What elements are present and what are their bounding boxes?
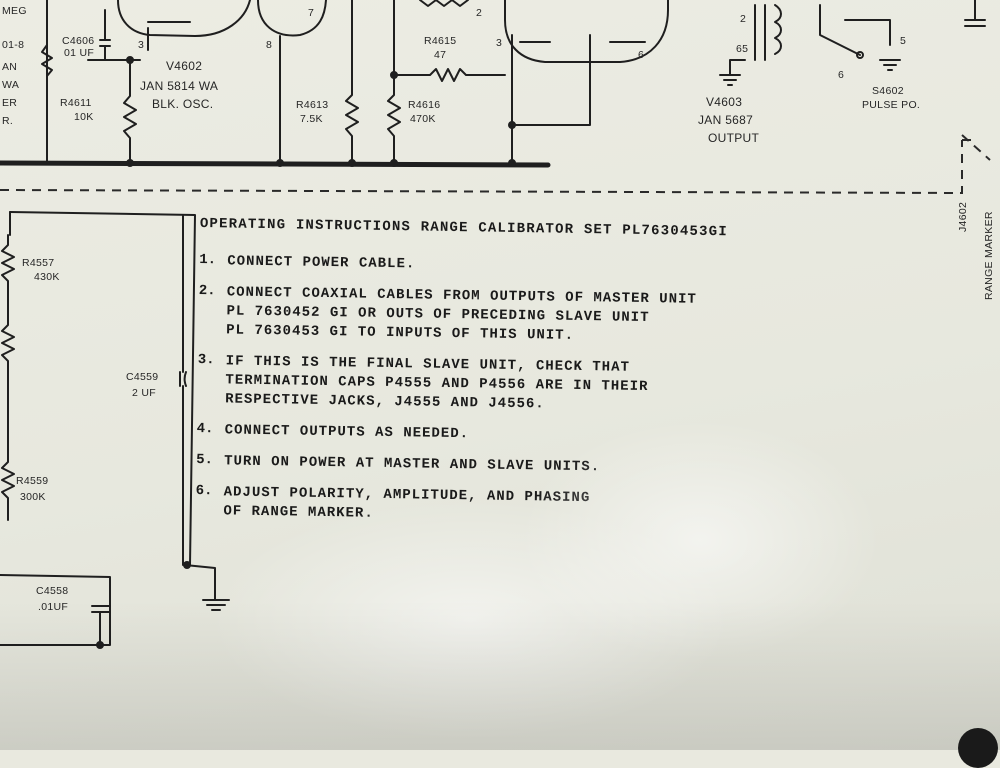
schematic-drawing [0,0,991,649]
instructions-steps: 1. CONNECT POWER CABLE. 2. CONNECT COAXIAL … [195,252,899,532]
r4616-value: 470K [410,113,436,125]
pin-number: 65 [736,43,749,55]
v4603-function: OUTPUT [708,131,760,145]
step-number: 5. [196,451,214,469]
corner-mark [958,728,998,768]
v4602-tube [117,0,251,37]
r4615-value: 47 [434,49,447,61]
instruction-step: 3. IF THIS IS THE FINAL SLAVE UNIT, CHECK… [197,352,898,420]
operating-instructions: OPERATING INSTRUCTIONS RANGE CALIBRATOR … [195,216,900,544]
r4616-label: R4616 [408,99,441,111]
r4613-value: 7.5K [300,113,323,125]
r4615-label: R4615 [424,35,457,47]
instruction-step: 1. CONNECT POWER CABLE. [199,252,899,282]
step-text: CONNECT OUTPUTS AS NEEDED. [224,421,470,444]
pin-number: 8 [266,39,273,51]
c4558-label: C4558 [36,585,69,597]
v4602-type: JAN 5814 WA [140,79,219,93]
step-number: 4. [196,420,214,438]
label-fragment: MEG [2,5,27,17]
j4602-label: J4602 [957,201,969,232]
r4611-value: 10K [74,111,94,123]
pin-number: 2 [740,13,747,25]
r4611-label: R4611 [60,97,92,109]
step-line: CONNECT POWER CABLE. [227,253,416,273]
v4603-label: V4603 [706,95,743,109]
pin-number: 3 [138,39,145,51]
step-line: TURN ON POWER AT MASTER AND SLAVE UNITS. [224,453,601,476]
range-marker-label: RANGE MARKER [983,211,995,300]
step-number: 3. [197,351,215,369]
r4557-label: R4557 [22,257,55,269]
v4602-label: V4602 [166,59,203,73]
pin-number: 2 [476,7,483,19]
instruction-step: 2. CONNECT COAXIAL CABLES FROM OUTPUTS OF… [198,283,899,351]
pin-number: 5 [900,35,907,47]
v4603-tube [504,0,669,63]
pin-number: 3 [496,37,503,49]
pin-number: 7 [308,7,315,19]
c4558-value: .01UF [38,601,69,613]
ground-bus [0,160,551,168]
step-number: 1. [199,251,217,269]
r4559-label: R4559 [16,475,49,487]
r4559-value: 300K [20,491,46,503]
c4606-label: C4606 [62,35,95,47]
s4602-function: PULSE PO. [862,99,921,111]
instruction-step: 4. CONNECT OUTPUTS AS NEEDED. [196,421,896,451]
step-text: TURN ON POWER AT MASTER AND SLAVE UNITS. [224,452,600,477]
label-fragment: R. [2,115,14,127]
enclosure-dashed-border [0,140,963,195]
label-fragment: WA [2,79,20,91]
instruction-step: 5. TURN ON POWER AT MASTER AND SLAVE UNIT… [196,452,896,482]
step-text: IF THIS IS THE FINAL SLAVE UNIT, CHECK T… [225,352,649,416]
pin-number: 6 [638,49,645,61]
c4559-label: C4559 [126,371,159,383]
r4557-value: 430K [34,271,60,283]
lower-box [9,211,196,566]
step-text: CONNECT POWER CABLE. [227,252,415,274]
c4606-value: 01 UF [64,47,95,59]
label-fragment: ER [2,97,18,109]
v4602-function: BLK. OSC. [152,97,214,111]
r4611-resistor [123,59,137,164]
step-number: 6. [195,482,213,500]
instruction-step: 6. ADJUST POLARITY, AMPLITUDE, AND PHASIN… [195,483,896,532]
step-line: CONNECT OUTPUTS AS NEEDED. [224,422,470,443]
r4613-label: R4613 [296,99,329,111]
label-fragment: AN [2,61,18,73]
v4603-type: JAN 5687 [698,113,754,127]
step-number: 2. [198,282,216,300]
c4559-value: 2 UF [132,387,156,399]
label-fragment: 01-8 [2,39,25,51]
pin-number: 6 [838,69,845,81]
s4602-label: S4602 [872,85,904,97]
step-text: CONNECT COAXIAL CABLES FROM OUTPUTS OF M… [226,283,697,347]
